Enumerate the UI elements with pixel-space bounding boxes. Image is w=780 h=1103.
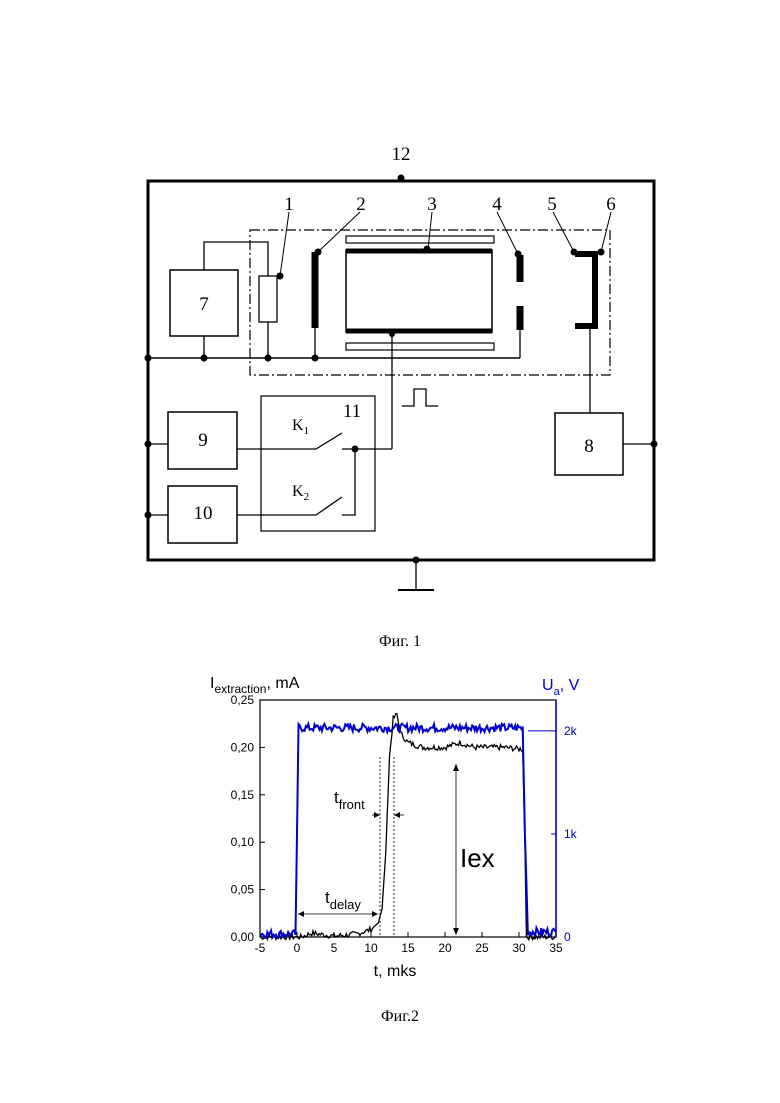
x-tick-label: 25 bbox=[475, 941, 489, 955]
label-12: 12 bbox=[392, 144, 411, 165]
label-5: 5 bbox=[547, 194, 557, 215]
x-tick-label: 35 bbox=[549, 941, 563, 955]
x-tick-label: 5 bbox=[331, 941, 338, 955]
magnet-plate-top bbox=[346, 236, 494, 243]
i-ex-label: Iex bbox=[460, 843, 495, 873]
label-1: 1 bbox=[284, 194, 294, 215]
right-axis-title: Ua, V bbox=[542, 677, 580, 698]
label-2: 2 bbox=[356, 194, 366, 215]
series-voltage-line bbox=[260, 724, 556, 938]
x-tick-label: 10 bbox=[364, 941, 378, 955]
figure1-schematic bbox=[148, 181, 654, 590]
x-tick-label: 0 bbox=[294, 941, 301, 955]
series-current-line bbox=[260, 714, 556, 940]
y-left-tick-label: 0,00 bbox=[231, 930, 255, 944]
x-tick-label: 20 bbox=[438, 941, 452, 955]
label-6: 6 bbox=[606, 194, 616, 215]
y-right-tick-label: 0 bbox=[564, 930, 571, 944]
label-9: 9 bbox=[198, 430, 208, 451]
label-10: 10 bbox=[194, 503, 213, 524]
t-delay-label: tdelay bbox=[325, 888, 361, 912]
pulse-symbol bbox=[402, 389, 438, 406]
left-axis-title: Iextraction, mA bbox=[210, 675, 300, 696]
y-left-tick-label: 0,20 bbox=[231, 740, 255, 754]
label-k2: K2 bbox=[292, 483, 309, 503]
label-11: 11 bbox=[343, 401, 361, 422]
y-left-tick-label: 0,15 bbox=[231, 788, 255, 802]
wire-7-to-resistor bbox=[204, 242, 268, 276]
annotation-lines bbox=[298, 757, 456, 937]
plot-area bbox=[260, 714, 556, 940]
label-7: 7 bbox=[199, 294, 209, 315]
switch-k2 bbox=[237, 497, 342, 515]
label-k1: K1 bbox=[292, 417, 309, 437]
x-tick-label: 15 bbox=[401, 941, 415, 955]
label-3: 3 bbox=[427, 194, 437, 215]
y-left-tick-label: 0,05 bbox=[231, 883, 255, 897]
figure2-caption: Фиг.2 bbox=[381, 1008, 419, 1025]
t-front-label: tfront bbox=[334, 788, 365, 812]
y-right-tick-label: 2k bbox=[564, 724, 578, 738]
y-left-tick-label: 0,10 bbox=[231, 835, 255, 849]
switch-k1 bbox=[237, 433, 342, 449]
figure2-chart: -5051015202530350,000,050,100,150,200,25… bbox=[210, 675, 580, 1025]
figure1-labels: 12 1 2 3 4 5 6 7 8 9 10 11 K1 K2 Фиг. 1 bbox=[194, 144, 616, 650]
label-8: 8 bbox=[584, 436, 594, 457]
annotation-arrows bbox=[298, 764, 459, 935]
discharge-cell-3 bbox=[346, 250, 492, 332]
x-axis-title: t, mks bbox=[374, 963, 417, 980]
enclosure-12 bbox=[148, 181, 654, 560]
figure1-caption: Фиг. 1 bbox=[379, 633, 421, 650]
x-tick-label: 30 bbox=[512, 941, 526, 955]
label-4: 4 bbox=[492, 194, 502, 215]
y-right-tick-label: 1k bbox=[564, 827, 578, 841]
x-tick-label: -5 bbox=[255, 941, 266, 955]
collector-5-6 bbox=[575, 254, 595, 326]
resistor-1 bbox=[259, 276, 277, 322]
junction-dots bbox=[145, 175, 658, 564]
chart-frame bbox=[260, 700, 556, 937]
magnet-plate-bottom bbox=[346, 343, 494, 350]
